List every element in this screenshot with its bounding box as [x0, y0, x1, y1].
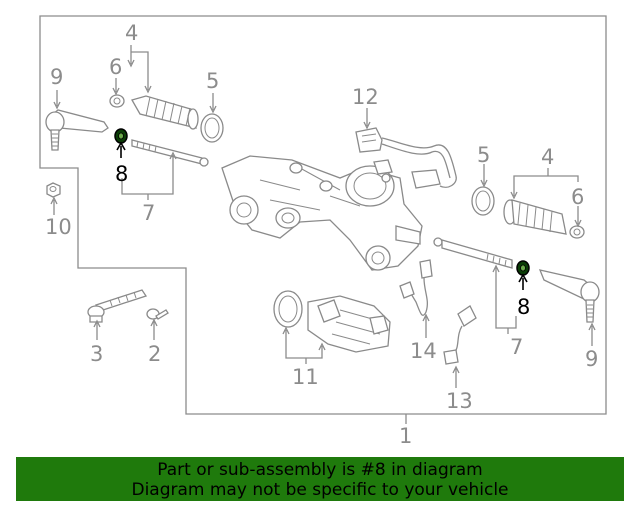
wiring-harness-12[interactable] — [355, 127, 457, 189]
callout-6-left: 6 — [109, 55, 122, 79]
leader-lines — [50, 45, 596, 424]
inner-tie-rod-left[interactable] — [131, 139, 209, 167]
callout-5-right: 5 — [477, 143, 490, 167]
boot-clamp-large-left[interactable] — [200, 113, 224, 143]
footer-line-2: Diagram may not be specific to your vehi… — [131, 480, 509, 500]
callout-11: 11 — [292, 365, 319, 389]
power-steering-motor-11[interactable] — [273, 290, 391, 353]
callout-1: 1 — [399, 424, 412, 448]
callout-2: 2 — [148, 342, 161, 366]
callout-4-right: 4 — [541, 145, 554, 169]
mount-bolt-2[interactable] — [146, 308, 169, 320]
rack-boot-left[interactable] — [131, 95, 199, 130]
mount-bolt-3[interactable] — [87, 289, 148, 323]
inner-tie-rod-right[interactable] — [433, 237, 513, 269]
callout-4-left: 4 — [125, 21, 138, 45]
harness-13[interactable] — [443, 305, 477, 365]
assembly-frame — [39, 15, 607, 415]
rack-boot-right[interactable] — [503, 199, 567, 235]
jam-nut-left-highlighted[interactable] — [114, 128, 128, 144]
parts-diagram: 9 4 6 5 8 7 10 3 2 12 5 4 6 8 7 9 11 14 … — [39, 15, 607, 448]
boot-clamp-small-left[interactable] — [109, 94, 125, 108]
callout-10: 10 — [45, 215, 72, 239]
callout-8-right: 8 — [517, 295, 530, 319]
callout-9-left: 9 — [50, 65, 63, 89]
footer-line-1: Part or sub-assembly is #8 in diagram — [157, 460, 483, 480]
callout-3: 3 — [90, 342, 103, 366]
mount-nut-10[interactable] — [46, 182, 61, 198]
sensor-harness-14[interactable] — [399, 259, 433, 316]
callout-5-left: 5 — [206, 69, 219, 93]
boot-clamp-small-right[interactable] — [569, 225, 585, 239]
callout-7-left: 7 — [142, 201, 155, 225]
callout-9-right: 9 — [585, 347, 598, 371]
callout-6-right: 6 — [571, 185, 584, 209]
outer-tie-rod-end-left[interactable] — [45, 109, 109, 151]
callout-12: 12 — [352, 85, 379, 109]
callout-8-left: 8 — [115, 162, 128, 186]
outer-tie-rod-end-right[interactable] — [538, 269, 600, 323]
boot-clamp-large-right[interactable] — [471, 186, 495, 216]
callout-14: 14 — [410, 339, 437, 363]
callout-13: 13 — [446, 389, 473, 413]
jam-nut-right-highlighted[interactable] — [516, 260, 530, 276]
steering-gear-assembly[interactable] — [221, 155, 423, 271]
callout-7-right: 7 — [510, 335, 523, 359]
footer-banner: Part or sub-assembly is #8 in diagram Di… — [16, 457, 624, 501]
